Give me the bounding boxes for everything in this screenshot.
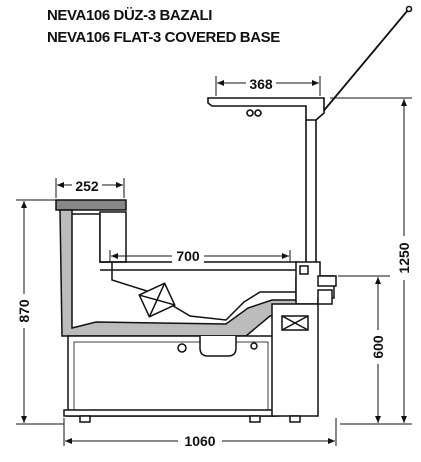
model-title-tr: NEVA106 DÜZ-3 BAZALI [47, 7, 213, 24]
dim-counter-height: 870 [16, 299, 32, 323]
cabinet-section [55, 199, 335, 337]
dim-display-depth: 700 [176, 248, 200, 264]
canopy [207, 5, 413, 262]
dim-canopy-depth: 368 [249, 76, 273, 92]
model-title-en: NEVA106 FLAT-3 COVERED BASE [47, 29, 280, 46]
dim-base-height: 600 [370, 335, 386, 359]
dim-overall-height: 1250 [396, 242, 412, 273]
base-cabinet [63, 275, 337, 423]
dim-overall-depth: 1060 [184, 433, 215, 449]
dim-shelf-depth: 252 [75, 178, 99, 194]
